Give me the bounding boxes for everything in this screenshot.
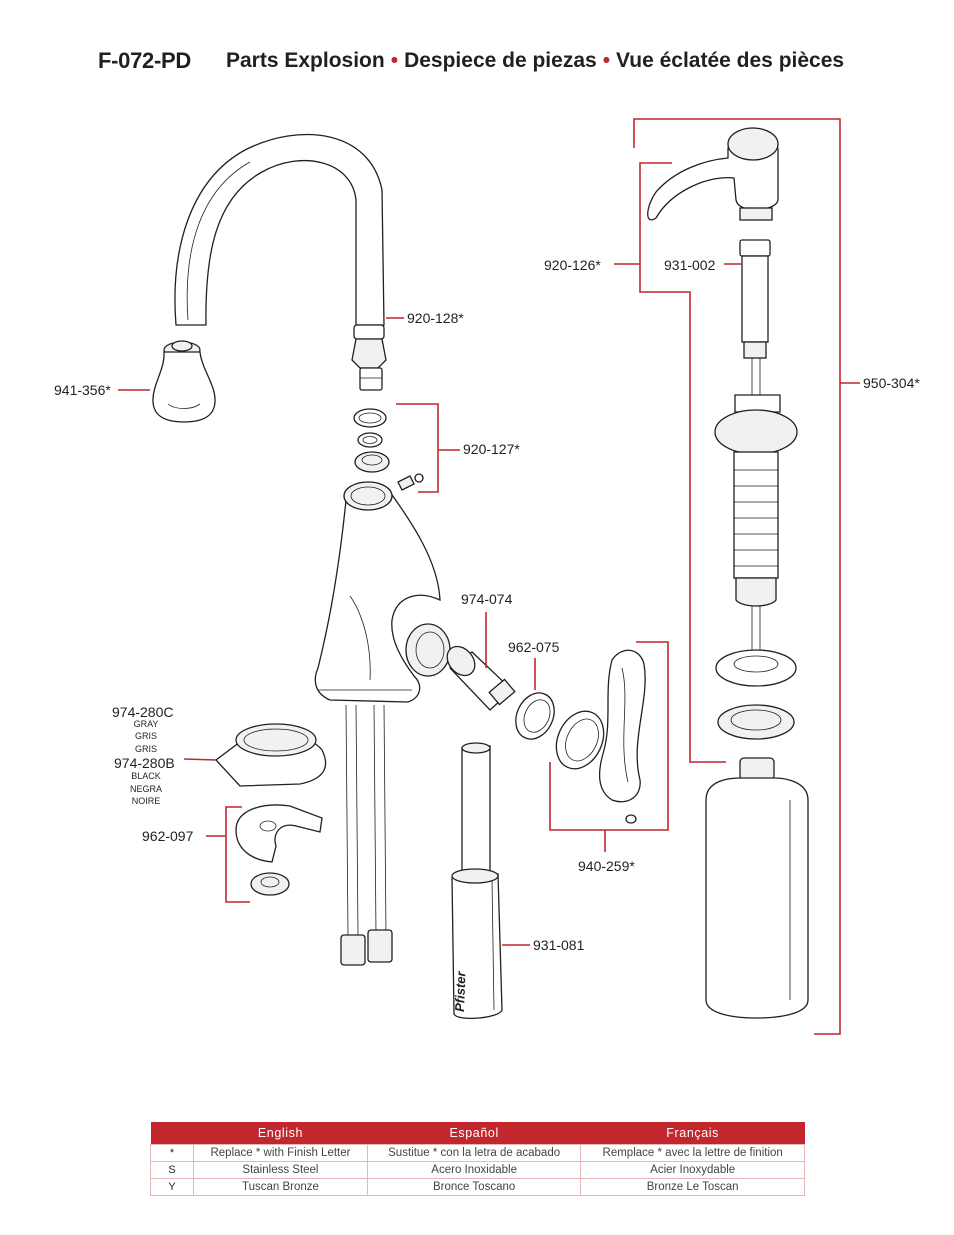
mounting-hardware-part (235, 804, 323, 896)
table-row: * Replace * with Finish Letter Sustitue … (150, 1144, 805, 1162)
page-header: F-072-PD Parts Explosion•Despiece de pie… (98, 44, 898, 84)
escutcheon-part (215, 723, 327, 787)
legend-cell-french: Bronze Le Toscan (580, 1178, 805, 1196)
o-ring-kit-part (353, 408, 424, 491)
legend-cell-spanish: Acero Inoxidable (366, 1161, 582, 1179)
legend-key: Y (150, 1178, 194, 1196)
label-974-280b-sub-3: NOIRE (132, 796, 161, 806)
legend-cell-english: Stainless Steel (193, 1161, 368, 1179)
parts-diagram: Pfister (54, 118, 920, 1035)
label-974-280c-sub-1: GRAY (134, 719, 159, 729)
legend-header-english: English (193, 1122, 368, 1145)
legend-cell-english: Replace * with Finish Letter (193, 1144, 368, 1162)
title-separator: • (602, 49, 611, 72)
part-labels: 920-128* 941-356* 920-127* 974-074 962-0… (54, 257, 920, 953)
legend-key-header (150, 1122, 194, 1145)
legend-cell-french: Acier Inoxydable (580, 1161, 805, 1179)
label-974-280b-sub-1: BLACK (131, 771, 161, 781)
supply-lines (340, 704, 393, 966)
label-950-304: 950-304* (863, 375, 920, 391)
soap-dispenser-body-part (705, 394, 809, 1019)
label-974-280c-sub-3: GRIS (135, 744, 157, 754)
finish-legend-table: English Español Français * Replace * wit… (150, 1122, 805, 1196)
legend-header-row: English Español Français (150, 1122, 805, 1145)
label-940-259: 940-259* (578, 858, 635, 874)
cartridge-part (446, 645, 516, 711)
legend-header-spanish: Español (367, 1122, 581, 1145)
title-english: Parts Explosion (226, 49, 385, 72)
legend-cell-spanish: Sustitue * con la letra de acabado (366, 1144, 582, 1162)
label-974-280b: 974-280B (114, 755, 175, 771)
adapter-part (515, 692, 555, 740)
aerator-part (152, 340, 216, 423)
label-974-280c: 974-280C (112, 704, 174, 720)
legend-cell-spanish: Bronce Toscano (366, 1178, 582, 1196)
faucet-body-part (314, 481, 451, 703)
legend-key: S (150, 1161, 194, 1179)
model-number: F-072-PD (98, 48, 191, 73)
label-974-280b-sub-2: NEGRA (130, 784, 162, 794)
soap-pump-head-part (647, 127, 779, 395)
brand-logo: Pfister (452, 970, 468, 1012)
label-974-280c-sub-2: GRIS (135, 731, 157, 741)
legend-cell-english: Tuscan Bronze (193, 1178, 368, 1196)
leader-lines (118, 118, 860, 1035)
page-title: Parts Explosion•Despiece de piezas•Vue é… (226, 49, 844, 73)
label-931-002: 931-002 (664, 257, 716, 273)
legend-key: * (150, 1144, 194, 1162)
label-920-127: 920-127* (463, 441, 520, 457)
label-962-075: 962-075 (508, 639, 560, 655)
label-962-097: 962-097 (142, 828, 194, 844)
label-974-074: 974-074 (461, 591, 513, 607)
label-941-356: 941-356* (54, 382, 111, 398)
title-spanish: Despiece de piezas (404, 49, 597, 72)
label-920-126: 920-126* (544, 257, 601, 273)
title-separator: • (390, 49, 399, 72)
handle-part (555, 649, 646, 824)
table-row: Y Tuscan Bronze Bronce Toscano Bronze Le… (150, 1178, 805, 1196)
label-920-128: 920-128* (407, 310, 464, 326)
installation-tool-part: Pfister (451, 742, 503, 1020)
table-row: S Stainless Steel Acero Inoxidable Acier… (150, 1161, 805, 1179)
spout-part (174, 133, 387, 391)
legend-cell-french: Remplace * avec la lettre de finition (580, 1144, 805, 1162)
title-french: Vue éclatée des pièces (616, 49, 845, 72)
legend-header-french: Français (580, 1122, 805, 1145)
label-931-081: 931-081 (533, 937, 585, 953)
